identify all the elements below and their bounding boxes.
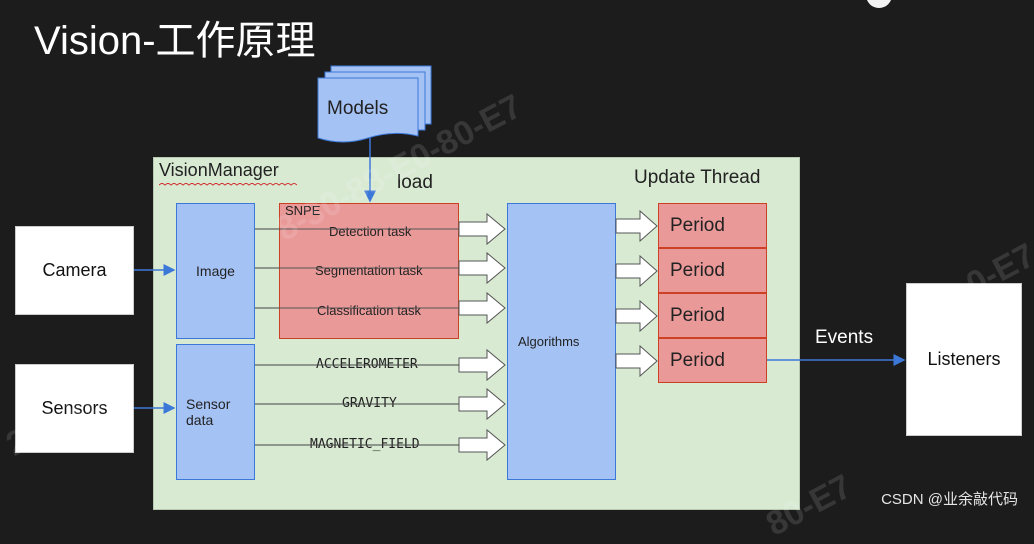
camera-label: Camera	[42, 260, 107, 280]
image-label: Image	[196, 263, 235, 279]
listeners-label: Listeners	[927, 349, 1001, 369]
block-arrow	[615, 254, 658, 288]
period-box: Period	[658, 248, 767, 293]
listeners-box: Listeners	[906, 283, 1022, 436]
block-arrow	[458, 348, 506, 382]
block-arrow	[458, 291, 506, 325]
block-arrow	[458, 212, 506, 246]
task-segmentation-label: Segmentation task	[315, 263, 423, 278]
algorithms-label: Algorithms	[518, 334, 580, 349]
image-box: Image	[176, 203, 255, 339]
block-arrow	[615, 344, 658, 378]
block-arrow	[615, 209, 658, 243]
load-label: load	[397, 172, 433, 193]
task-detection-label: Detection task	[329, 224, 412, 239]
csdn-footer: CSDN @业余敲代码	[881, 491, 1018, 508]
period-label: Period	[670, 259, 725, 281]
period-box: Period	[658, 293, 767, 338]
models-document-stack	[317, 65, 432, 143]
period-box: Period	[658, 338, 767, 383]
sensors-label: Sensors	[41, 398, 108, 418]
connector-layer	[134, 138, 906, 462]
task-classification-label: Classification task	[317, 303, 422, 318]
block-arrow	[458, 387, 506, 421]
algorithms-box: Algorithms	[507, 203, 616, 480]
models-label: Models	[327, 98, 389, 119]
page-title: Vision-工作原理	[34, 19, 316, 63]
period-label: Period	[670, 349, 725, 371]
block-arrow	[615, 299, 658, 333]
block-arrow	[458, 251, 506, 285]
sensor-data-label: Sensor data	[186, 396, 231, 428]
circle-icon	[866, 0, 892, 8]
spellcheck-underline	[159, 183, 298, 186]
snpe-label: SNPE	[285, 203, 321, 218]
sensor-data-box: Sensor data	[176, 344, 255, 480]
period-box: Period	[658, 203, 767, 248]
period-label: Period	[670, 304, 725, 326]
update-thread-label: Update Thread	[634, 167, 761, 188]
sensors-box: Sensors	[15, 364, 134, 453]
camera-box: Camera	[15, 226, 134, 315]
snpe-box	[279, 203, 459, 339]
block-arrow	[458, 428, 506, 462]
events-label: Events	[815, 327, 874, 348]
period-label: Period	[670, 214, 725, 236]
vision-manager-label: VisionManager	[159, 160, 279, 180]
